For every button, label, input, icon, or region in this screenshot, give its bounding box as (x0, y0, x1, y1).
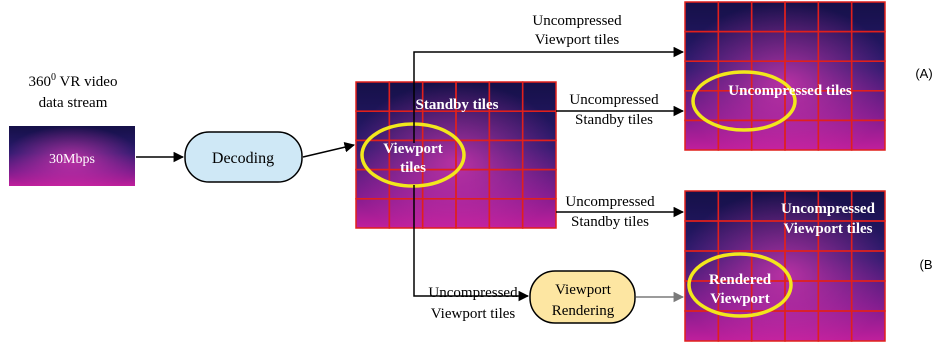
decoding-label: Decoding (212, 150, 274, 167)
viewport-ellipse (360, 122, 466, 188)
viewport-tiles-label-1: Viewport (383, 141, 442, 157)
tile (521, 198, 557, 229)
decoding-block: Decoding (184, 131, 303, 183)
output-b-ellipse (687, 252, 793, 318)
rendering-block: Viewport Rendering (529, 270, 636, 324)
output-b-label-1: Uncompressed (781, 201, 876, 217)
arrow-decoding-to-frame (302, 142, 356, 158)
flow-top-line2: Viewport tiles (535, 32, 620, 48)
output-b-tag: (B (920, 257, 933, 272)
source-bitrate: 30Mbps (49, 152, 95, 167)
flow-mid-a-line1: Uncompressed (569, 92, 659, 108)
output-b-frame: Uncompressed Viewport tiles Rendered Vie… (684, 190, 886, 342)
source-stream: 3600 VR video data stream 30Mbps (9, 72, 135, 186)
output-a-frame: Uncompressed tiles (684, 1, 886, 151)
source-thumbnail-glow (9, 126, 135, 186)
rendering-box (529, 270, 636, 324)
decoding-box (184, 131, 303, 183)
arrow-bottom-viewport-to-rendering (413, 185, 530, 302)
flow-top-line1: Uncompressed (532, 13, 622, 29)
output-a-label: Uncompressed tiles (728, 83, 852, 99)
output-a-ellipse (691, 70, 797, 132)
standby-tiles-label: Standby tiles (416, 97, 499, 113)
tile (850, 119, 886, 151)
output-b-tile-grid (684, 190, 886, 342)
flow-bottom-line2: Viewport tiles (431, 306, 516, 322)
source-title-line1: 3600 VR video (29, 72, 118, 90)
arrow-top-viewport-to-a (413, 46, 685, 143)
rendering-label-2: Rendering (552, 303, 615, 319)
rendered-viewport-label-2: Viewport (710, 291, 769, 307)
flow-mid-b-line2: Standby tiles (571, 214, 649, 230)
rendered-viewport-label-1: Rendered (709, 272, 772, 288)
output-b-label-2: Viewport tiles (783, 221, 872, 237)
rendering-label-1: Viewport (555, 282, 612, 298)
tile (850, 310, 886, 342)
flow-bottom-line1: Uncompressed (428, 285, 518, 301)
flow-mid-a-line2: Standby tiles (575, 112, 653, 128)
output-a-tag: (A) (915, 66, 932, 81)
source-title-line2: data stream (39, 95, 108, 111)
flow-mid-b-line1: Uncompressed (565, 194, 655, 210)
viewport-tiles-label-2: tiles (400, 160, 426, 176)
decoded-frame: Standby tiles Viewport tiles (355, 81, 557, 229)
